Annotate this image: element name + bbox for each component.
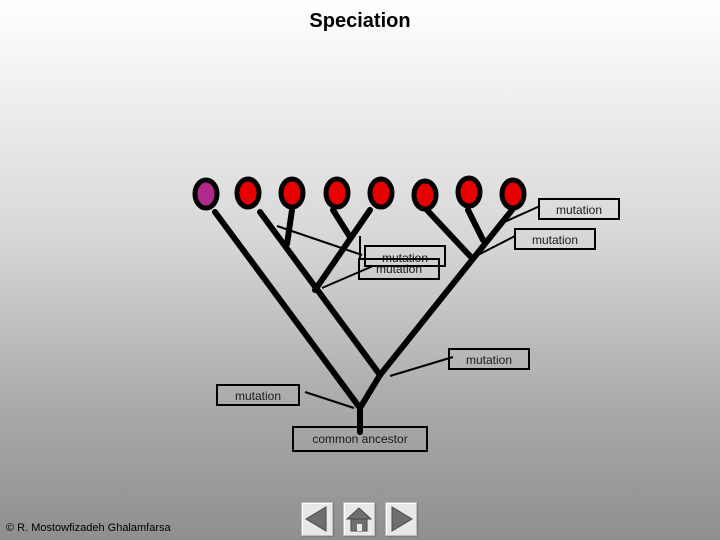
mutation-label-1: mutation [538, 198, 620, 220]
mutation-label-5: mutation [448, 348, 530, 370]
pointer-mutation-6 [304, 391, 355, 409]
pointer-mutation-4 [321, 265, 374, 289]
branch-species-3 [284, 207, 295, 247]
branch-right-main [357, 372, 383, 411]
tree-branches [212, 207, 515, 435]
pointer-mutation-3 [276, 225, 363, 256]
forward-button[interactable] [385, 502, 417, 536]
branch-species-4 [330, 207, 353, 240]
species-node-6 [411, 178, 439, 212]
pointer-mutation-2 [475, 235, 516, 257]
species-nodes [192, 175, 527, 212]
forward-arrow-icon [391, 506, 413, 532]
back-arrow-icon [305, 506, 327, 532]
branch-species-7 [465, 207, 486, 243]
branch-right-clade [377, 207, 515, 378]
mutation-label-4: mutation [358, 258, 440, 280]
pointer-mutation-5 [389, 356, 454, 377]
branch-inner-node [312, 207, 373, 293]
species-node-5 [367, 176, 395, 210]
branch-left-main [212, 209, 363, 411]
species-node-4 [323, 176, 351, 210]
slide-title: Speciation [309, 10, 411, 32]
species-node-1 [192, 177, 220, 211]
pointer-mutation-1 [499, 205, 541, 225]
species-node-3 [278, 176, 306, 210]
label-pointers [276, 205, 541, 409]
branch-species-6 [424, 207, 473, 259]
back-button[interactable] [301, 502, 333, 536]
branch-left-clade [257, 209, 383, 378]
mutation-label-6: mutation [216, 384, 300, 406]
copyright-text: © R. Mostowfizadeh Ghalamfarsa [6, 522, 171, 534]
species-node-7 [455, 175, 483, 209]
species-node-8 [499, 177, 527, 211]
mutation-label-2: mutation [514, 228, 596, 250]
species-node-2 [234, 176, 262, 210]
home-icon [345, 507, 373, 532]
common-ancestor-label: common ancestor [292, 426, 428, 452]
home-button[interactable] [343, 502, 375, 536]
